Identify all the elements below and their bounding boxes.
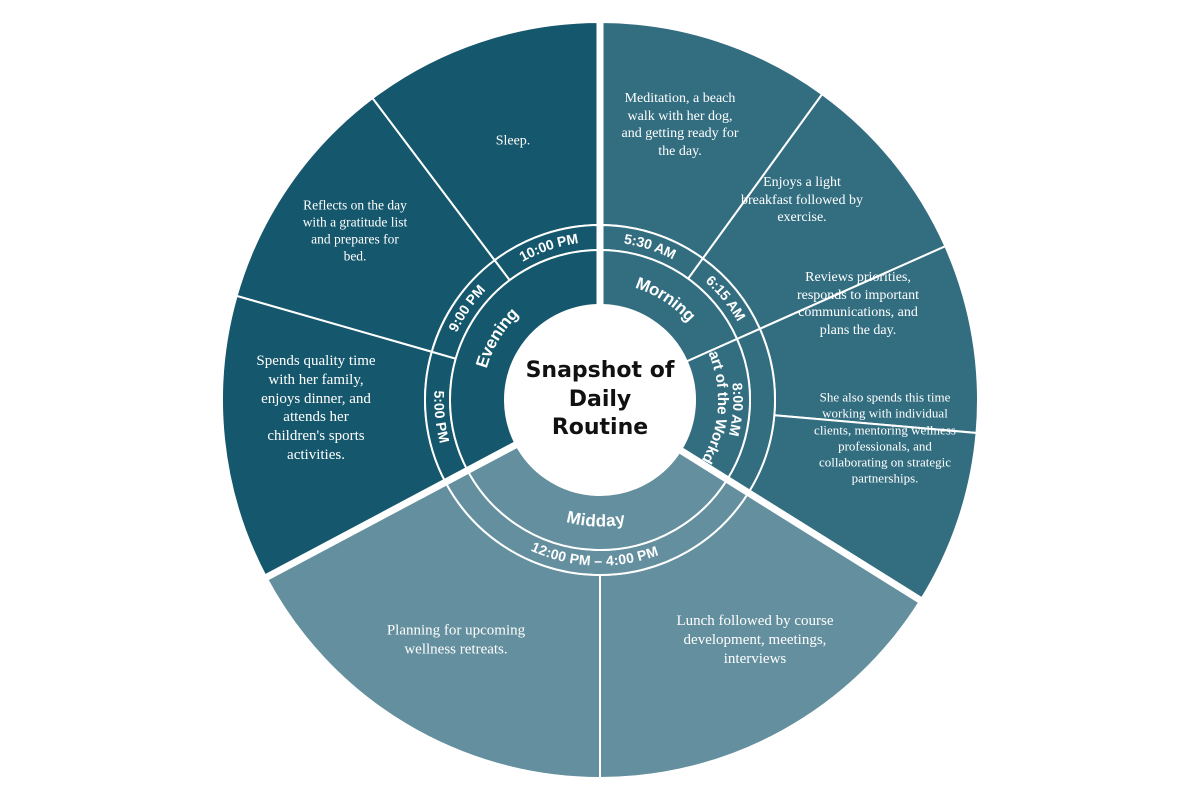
- phase-label-midday: Midday: [565, 507, 627, 530]
- desc-900pm: Reflects on the day with a gratitude lis…: [302, 197, 408, 263]
- desc-500pm: Spends quality time with her family, enj…: [256, 352, 376, 463]
- phase-ring: [449, 248, 751, 551]
- desc-800-clients: She also spends this time working with i…: [814, 389, 956, 486]
- desc-1000pm: Sleep.: [495, 133, 531, 149]
- outer-ring: [221, 20, 979, 780]
- separator-1: [678, 447, 926, 606]
- time-label-800: 8:00 AM: [726, 382, 746, 438]
- desc-800: Reviews priorities, responds to importan…: [796, 270, 920, 338]
- separator-2: [261, 441, 518, 583]
- desc-midday-retreats: Planning for upcoming wellness retreats.: [386, 622, 526, 657]
- phase-separators: [261, 18, 926, 606]
- center-title: Snapshot of Daily Routine: [525, 358, 675, 441]
- desc-midday-lunch: Lunch followed by course development, me…: [676, 612, 834, 667]
- desc-615: Enjoys a light breakfast followed by exe…: [740, 174, 864, 225]
- desc-530: Meditation, a beach walk with her dog, a…: [621, 91, 739, 159]
- center-disc: [505, 305, 695, 495]
